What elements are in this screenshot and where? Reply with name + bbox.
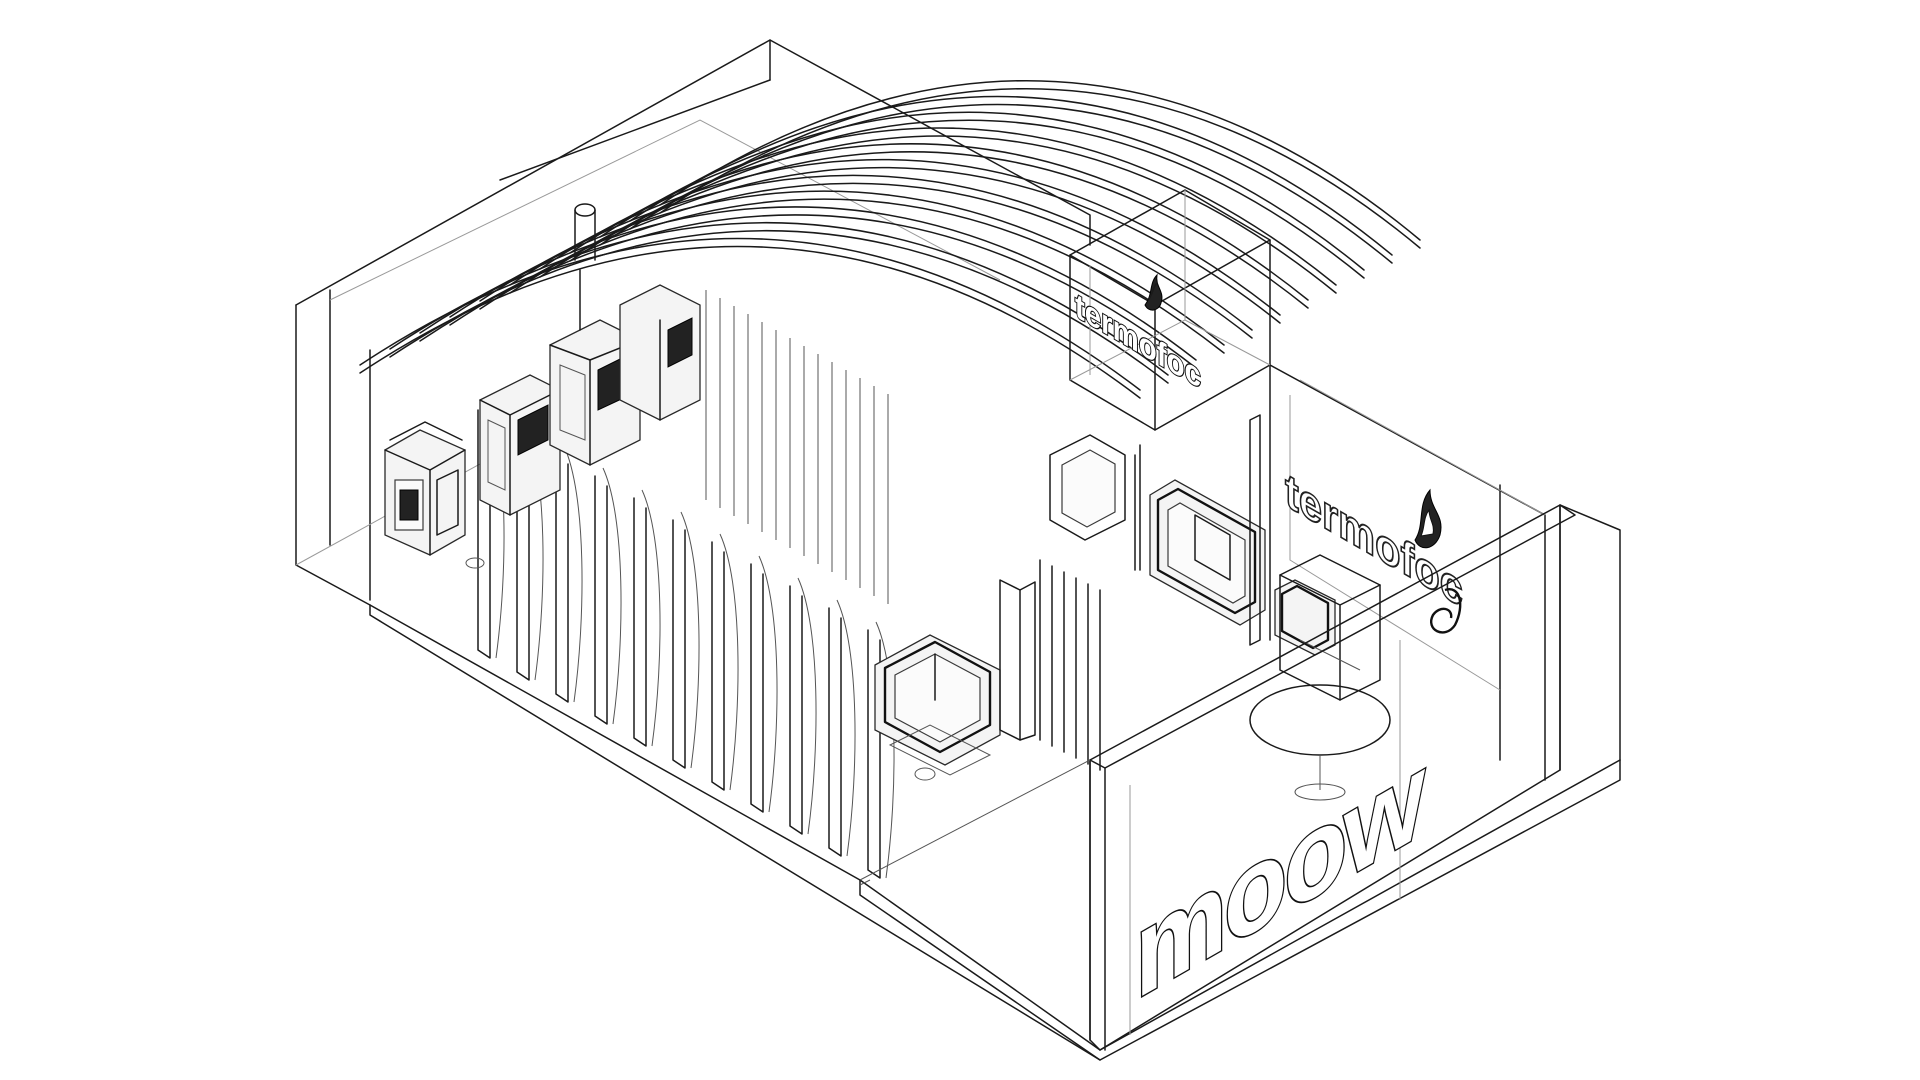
aisle-fin [711,541,725,791]
flame-swirl-icon [1430,588,1462,634]
roof-rib [359,237,1141,391]
aisle-fin [750,563,764,813]
vertical-slats [705,290,1101,771]
roof-rib [479,174,1253,331]
fireplace-inserts [874,414,1336,766]
roof-rib [599,111,1365,271]
fin-curve [563,445,583,703]
fireplace-right [1149,479,1266,626]
stove-column-3 [574,203,701,421]
pellet-stove [384,421,466,556]
fin-curve [641,489,661,747]
roof-rib-underside [479,182,1253,339]
partition-wall [999,414,1261,741]
aisle-fin [633,497,647,747]
wall-flame-icon [1414,488,1442,549]
aisle-fin [594,475,608,725]
aisle-fins [477,401,895,879]
aisle-fin [789,585,803,835]
roof-rib-underside [599,119,1365,279]
roof-rib [659,79,1421,241]
fin-curve [797,577,817,835]
platform-base [859,759,1101,1061]
aisle-fin [477,409,491,659]
fireplace-corner [1049,434,1126,541]
roof-rib-underside [629,103,1393,264]
roof-rib [389,222,1169,376]
flame-icon [1144,273,1163,311]
aisle-fin [516,431,530,681]
fin-curve [602,467,622,725]
aisle-fin [828,607,842,857]
letters-3d-text: moow [1135,724,1425,1026]
aisle-fin [672,519,686,769]
roof-rib [629,95,1393,256]
hanging-cube-sign: termofoc [1069,189,1271,431]
cube-logo-text: termofoc [1075,286,1201,397]
fireplace-center [874,634,1001,766]
roof-ribs [359,79,1421,399]
stove-column-1 [479,374,561,516]
roof-rib-underside [359,245,1141,399]
aisle-fin [867,629,881,879]
roof-rib-underside [659,87,1421,249]
roof-rib-underside [389,230,1169,384]
aisle-fin [555,453,569,703]
fin-curve [680,511,700,769]
fin-curve [758,555,778,813]
lounge-furniture [1249,554,1391,801]
floor-markers [465,557,992,781]
stove-units [384,203,701,556]
fin-curve [719,533,739,791]
booth-envelope [295,39,1621,1061]
fin-curve [836,599,856,857]
fireplace-small [1274,579,1336,656]
